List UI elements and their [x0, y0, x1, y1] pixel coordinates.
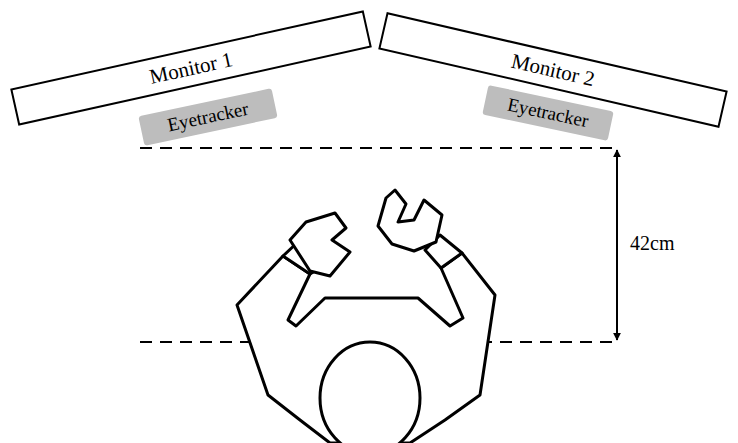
eyetracker-device: Eyetracker	[138, 88, 277, 146]
node-label: Monitor 1	[147, 47, 235, 90]
dimension-label: 42cm	[628, 232, 676, 255]
reference-line	[140, 147, 612, 149]
person-figure	[237, 190, 495, 443]
node-label: Monitor 2	[509, 48, 597, 91]
node-label: Eyetracker	[505, 94, 590, 133]
node-label: Eyetracker	[165, 98, 250, 137]
dimension-arrow	[616, 150, 618, 340]
